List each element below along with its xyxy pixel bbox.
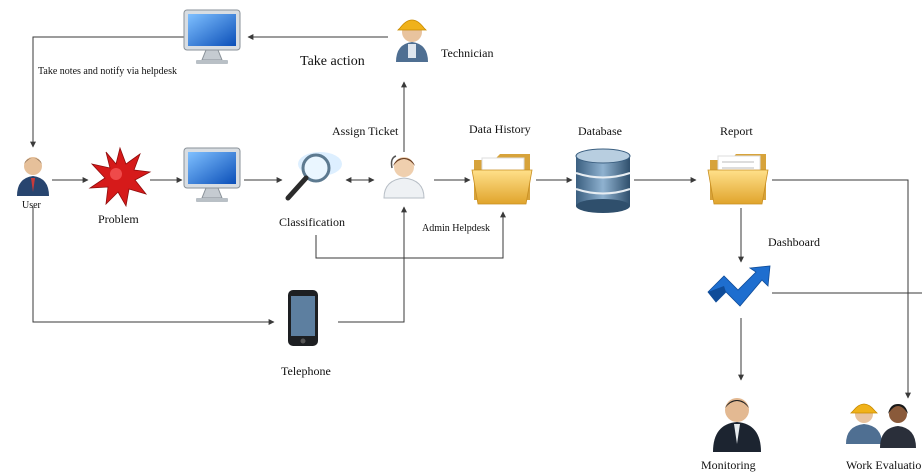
work-evaluation-people-icon xyxy=(846,403,916,448)
take-action-label: Take action xyxy=(300,54,365,69)
connectors xyxy=(30,34,922,399)
dashboard-icon xyxy=(707,265,771,307)
user-icon xyxy=(17,157,49,196)
data-history-folder-icon xyxy=(471,154,533,205)
problem-label: Problem xyxy=(98,212,139,226)
admin-helpdesk-icon xyxy=(383,155,425,199)
dashboard-label: Dashboard xyxy=(768,235,820,249)
monitor-icon xyxy=(183,147,241,202)
problem-icon xyxy=(88,146,152,208)
database-icon xyxy=(575,148,631,213)
telephone-label: Telephone xyxy=(281,364,331,378)
work-evaluation-label: Work Evaluatio xyxy=(846,458,922,472)
telephone-icon xyxy=(288,290,318,346)
technician-label: Technician xyxy=(441,46,494,60)
data-history-label: Data History xyxy=(469,122,531,136)
top-monitor-icon xyxy=(183,9,241,64)
database-label: Database xyxy=(578,124,622,138)
technician-icon xyxy=(396,19,428,62)
assign-ticket-label: Assign Ticket xyxy=(332,124,399,138)
monitoring-label: Monitoring xyxy=(701,458,756,472)
magnifier-icon xyxy=(285,152,342,201)
take-notes-label: Take notes and notify via helpdesk xyxy=(38,66,177,77)
monitoring-person-icon xyxy=(713,398,761,452)
admin-helpdesk-label: Admin Helpdesk xyxy=(422,223,491,234)
user-label: User xyxy=(22,200,41,211)
report-label: Report xyxy=(720,124,753,138)
report-folder-icon xyxy=(707,154,769,205)
classification-label: Classification xyxy=(279,215,345,229)
